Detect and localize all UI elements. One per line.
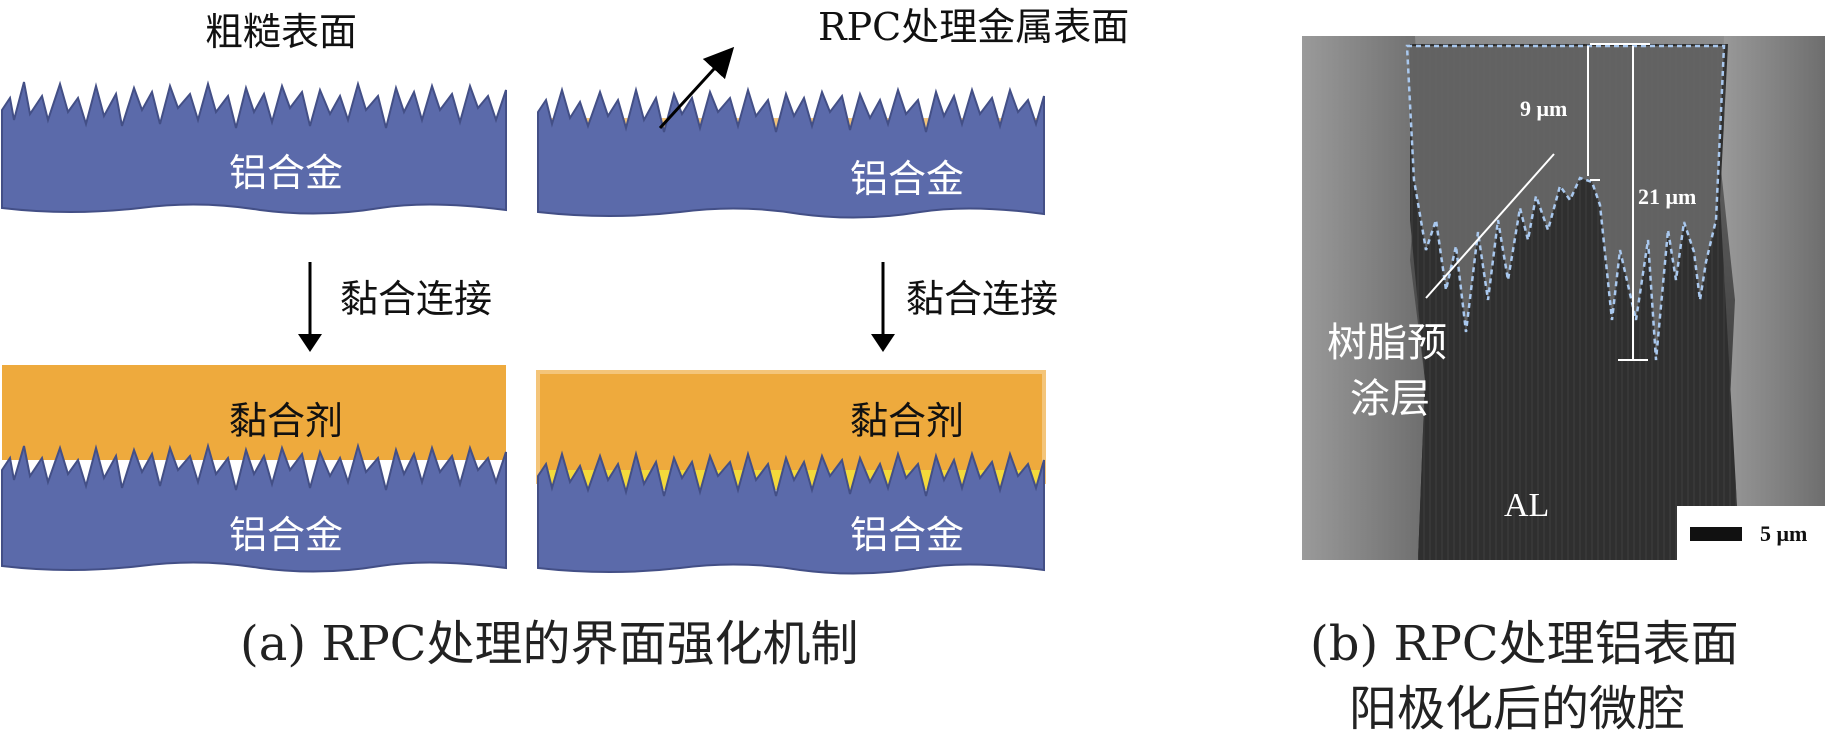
sem-image: 9 μm 21 μm 树脂预 涂层 AL 5 μm: [1302, 36, 1825, 560]
bond-arrow-left: [298, 262, 322, 352]
adhesive-label-right: 黏合剂: [850, 399, 964, 443]
caption-b-line2: 阳极化后的微腔: [1349, 681, 1685, 737]
bond-arrow-right: [871, 262, 895, 352]
rpc-surface-label: RPC处理金属表面: [818, 5, 1129, 49]
rpc-bonded-block: [536, 370, 1046, 575]
dim-21-label: 21 μm: [1638, 184, 1696, 209]
bonding-label-left: 黏合连接: [340, 277, 492, 321]
dimension-lines: [1425, 43, 1650, 361]
resin-label-line2: 涂层: [1350, 376, 1430, 422]
scale-label: 5 μm: [1760, 521, 1807, 546]
alloy-label-bottom-right: 铝合金: [850, 513, 964, 557]
panel-a: 粗糙表面 RPC处理金属表面 铝合金 铝合金 黏合连接 黏合连接 黏合剂 黏合剂…: [1, 5, 1129, 672]
alloy-label-bottom-left: 铝合金: [229, 513, 343, 557]
bonding-label-right: 黏合连接: [906, 277, 1058, 321]
pointer-arrow: [658, 46, 735, 130]
caption-a: (a) RPC处理的界面强化机制: [240, 616, 859, 672]
dim-9-label: 9 μm: [1520, 96, 1567, 121]
al-label: AL: [1504, 487, 1549, 524]
resin-label-line1: 树脂预: [1327, 320, 1447, 366]
resin-outline: [1405, 44, 1726, 361]
alloy-label-top-right: 铝合金: [850, 157, 964, 201]
adhesive-layer-right: [536, 370, 1046, 484]
alloy-label-top-left: 铝合金: [229, 151, 343, 195]
scale-bar: [1690, 527, 1742, 541]
adhesive-label-left: 黏合剂: [229, 399, 343, 443]
rough-surface-label: 粗糙表面: [205, 10, 357, 54]
rough-bonded-block: [1, 365, 507, 573]
rpc-alloy-block: [537, 46, 1045, 219]
rough-alloy-block: [1, 80, 507, 215]
caption-b-line1: (b) RPC处理铝表面: [1310, 616, 1739, 672]
panel-b: 9 μm 21 μm 树脂预 涂层 AL 5 μm (b) RPC处理铝表面 阳…: [1302, 36, 1825, 737]
